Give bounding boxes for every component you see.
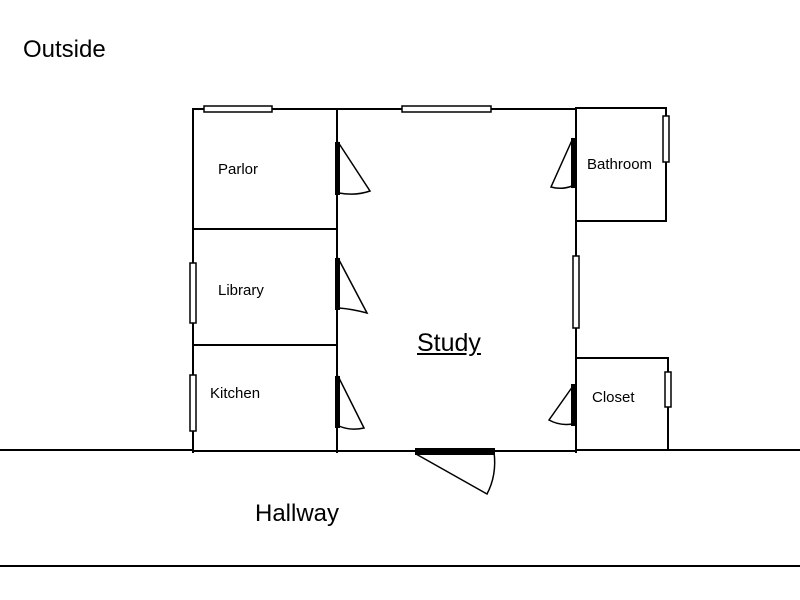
study-entry-door-swing [415, 451, 496, 496]
closet-label: Closet [592, 389, 635, 406]
study-north-window [401, 105, 492, 113]
outside-label: Outside [23, 36, 106, 63]
closet-east-window [664, 371, 672, 408]
parlor-door-leaf [335, 142, 340, 195]
bathroom-east-window [662, 115, 670, 163]
library-door-swing [337, 257, 369, 315]
parlor-north-window [203, 105, 273, 113]
kitchen-door-leaf [335, 376, 340, 428]
kitchen-label: Kitchen [210, 385, 261, 402]
hallway-label: Hallway [255, 500, 340, 527]
parlor-label: Parlor [218, 161, 259, 178]
library-door-leaf [335, 258, 340, 310]
library-west-window [189, 262, 197, 324]
study-label: Study [417, 329, 481, 357]
closet-door-swing [547, 385, 574, 426]
bathroom-walls [575, 107, 667, 222]
kitchen-door-swing [337, 375, 366, 430]
bathroom-door-leaf [571, 138, 576, 188]
kitchen-west-window [189, 374, 197, 432]
study-entry-door-leaf [415, 448, 495, 455]
parlor-door-swing [337, 141, 372, 195]
bathroom-label: Bathroom [587, 156, 653, 173]
closet-walls [575, 357, 669, 451]
library-label: Library [218, 282, 264, 299]
bathroom-door-swing [549, 137, 574, 190]
study-east-window [572, 255, 580, 329]
closet-door-leaf [571, 384, 576, 426]
